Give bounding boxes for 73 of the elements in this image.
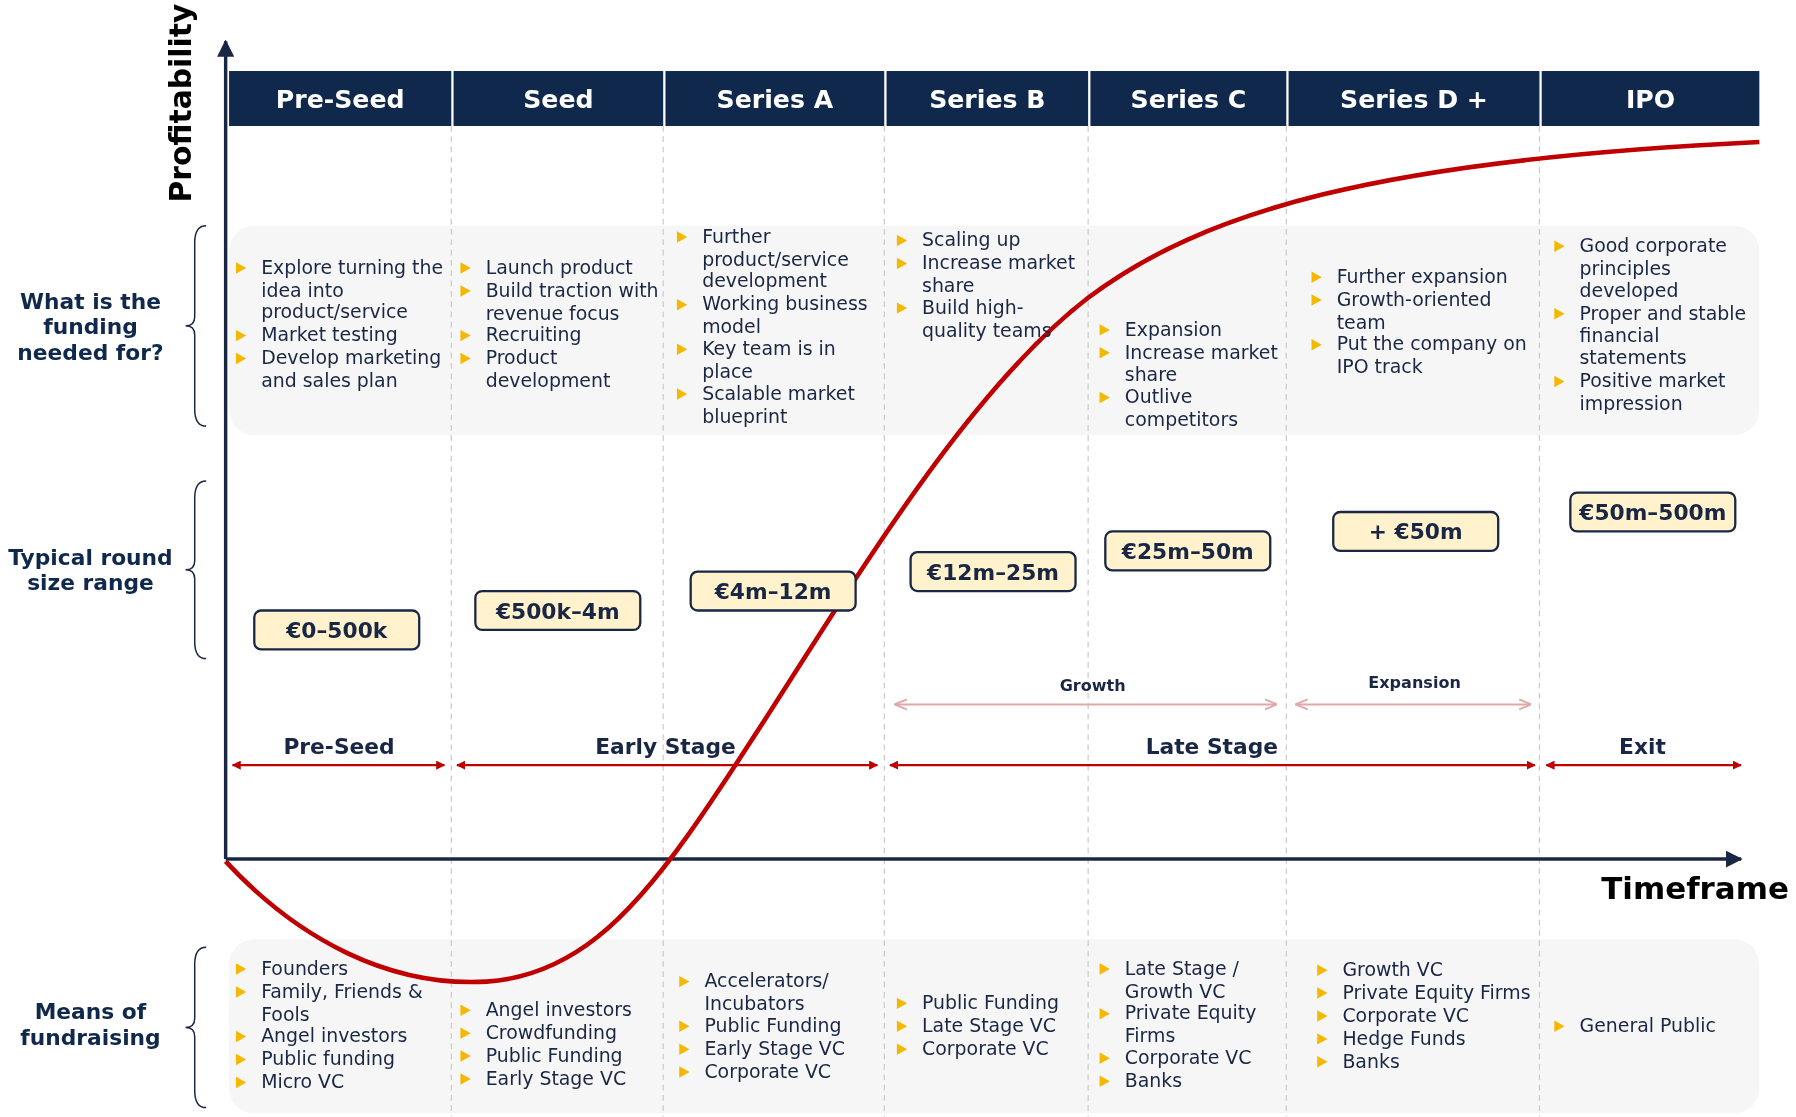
round-size-badge: €0–500k (253, 609, 421, 651)
range-label: Expansion (1367, 673, 1462, 692)
bullet-point: Build traction with revenue focus (458, 279, 660, 325)
bullet-point: Angel investors (458, 998, 660, 1022)
bullet-point: Scalable market blueprint (674, 382, 884, 428)
bullet-point: Micro VC (233, 1070, 449, 1094)
bullet-point: Banks (1097, 1069, 1283, 1093)
bullet-point: Further product/service development (674, 225, 884, 293)
stage-header: Series D + (1288, 71, 1540, 126)
stage-label: Early Stage (594, 733, 737, 759)
bullet-point: Growth VC (1314, 958, 1538, 982)
round-size-badge: €500k–4m (474, 589, 642, 632)
bullet-point: Positive market impression (1552, 369, 1758, 415)
row-heading: Typical round size range (7, 544, 174, 595)
bullet-point: Put the company on IPO track (1309, 333, 1539, 379)
bullet-point: Corporate VC (1314, 1004, 1538, 1027)
bullet-point: Market testing (233, 324, 449, 347)
stage-label: Exit (1618, 733, 1667, 759)
stage-header: Pre-Seed (229, 71, 452, 126)
bullet-point: Corporate VC (894, 1037, 1085, 1061)
bullet-point: Banks (1314, 1050, 1538, 1073)
range-label: Growth (1058, 675, 1127, 695)
axis-label: Profitability (163, 3, 199, 203)
bullet-point: Accelerators/ Incubators (676, 970, 884, 1016)
round-size-badge: €25m–50m (1104, 530, 1272, 572)
stage-label: Late Stage (1144, 733, 1280, 759)
bullet-point: Growth-oriented team (1309, 288, 1539, 334)
stage-label: Pre-Seed (282, 733, 396, 759)
bullet-point: Increase market share (1097, 341, 1283, 387)
bullet-point: Increase market share (894, 252, 1085, 297)
bullet-point: Proper and stable financial statements (1552, 302, 1758, 370)
bullet-point: Further expansion (1309, 265, 1539, 289)
bullet-point: Public Funding (458, 1044, 660, 1068)
stage-header: Series C (1090, 71, 1287, 126)
bullet-point: Angel investors (233, 1025, 449, 1048)
round-size-badge: €12m–25m (909, 550, 1077, 593)
bullet-point: Late Stage / Growth VC (1097, 957, 1283, 1003)
round-size-badge: + €50m (1332, 510, 1500, 553)
bullet-point: Corporate VC (1097, 1046, 1283, 1070)
bullet-point: Corporate VC (676, 1060, 884, 1084)
bullet-point: Scaling up (894, 229, 1085, 252)
bullet-point: Public Funding (894, 991, 1085, 1015)
round-size-badge: €50m–500m (1569, 491, 1737, 533)
bullet-point: Public Funding (676, 1014, 884, 1038)
bullet-point: Develop marketing and sales plan (233, 347, 449, 392)
bullet-point: Family, Friends & Fools (233, 980, 449, 1026)
stage-header: Series B (886, 71, 1089, 126)
bullet-point: Recruiting (458, 324, 660, 347)
stage-header: Series A (665, 71, 885, 126)
row-heading: What is the funding needed for? (16, 288, 165, 365)
bullet-point: Private Equity Firms (1314, 981, 1538, 1005)
bullet-point: Product development (458, 347, 660, 392)
bullet-point: Public funding (233, 1048, 449, 1071)
row-heading: Means of fundraising (19, 998, 162, 1050)
bullet-point: Key team is in place (674, 337, 884, 383)
round-size-badge: €4m–12m (689, 570, 857, 612)
stage-header: IPO (1541, 71, 1760, 126)
bullet-point: Founders (233, 957, 449, 980)
bullet-point: Early Stage VC (458, 1067, 660, 1090)
bullet-point: General Public (1552, 1014, 1758, 1038)
bullet-point: Early Stage VC (676, 1037, 884, 1061)
bullet-point: Good corporate principles developed (1552, 234, 1758, 303)
bullet-point: Late Stage VC (894, 1014, 1085, 1038)
bullet-point: Outlive competitors (1097, 386, 1283, 431)
stage-header: Seed (453, 71, 664, 126)
bullet-point: Private Equity Firms (1097, 1002, 1283, 1048)
axis-label: Timeframe (1601, 870, 1789, 906)
bullet-point: Launch product (458, 256, 660, 279)
bullet-point: Hedge Funds (1314, 1027, 1538, 1050)
bullet-point: Working business model (674, 293, 884, 339)
bullet-point: Crowdfunding (458, 1021, 660, 1045)
bullet-point: Expansion (1097, 318, 1283, 341)
bullet-point: Explore turning the idea into product/service (233, 256, 449, 324)
